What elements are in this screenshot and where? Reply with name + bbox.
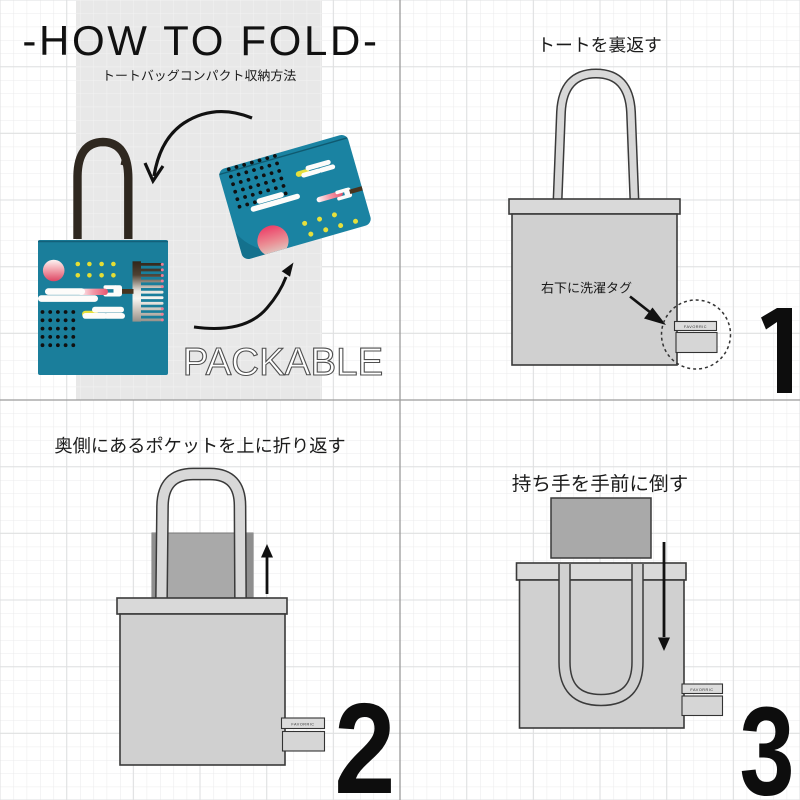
svg-text:3: 3 bbox=[739, 681, 794, 800]
svg-text:FAVORRIC: FAVORRIC bbox=[684, 325, 707, 329]
svg-text:-HOW TO FOLD-: -HOW TO FOLD- bbox=[22, 17, 379, 64]
svg-text:FAVORRIC: FAVORRIC bbox=[690, 688, 713, 692]
svg-text:2: 2 bbox=[334, 678, 395, 800]
svg-text:PACKABLE: PACKABLE bbox=[183, 341, 383, 384]
svg-text:FAVORRIC: FAVORRIC bbox=[291, 723, 314, 727]
